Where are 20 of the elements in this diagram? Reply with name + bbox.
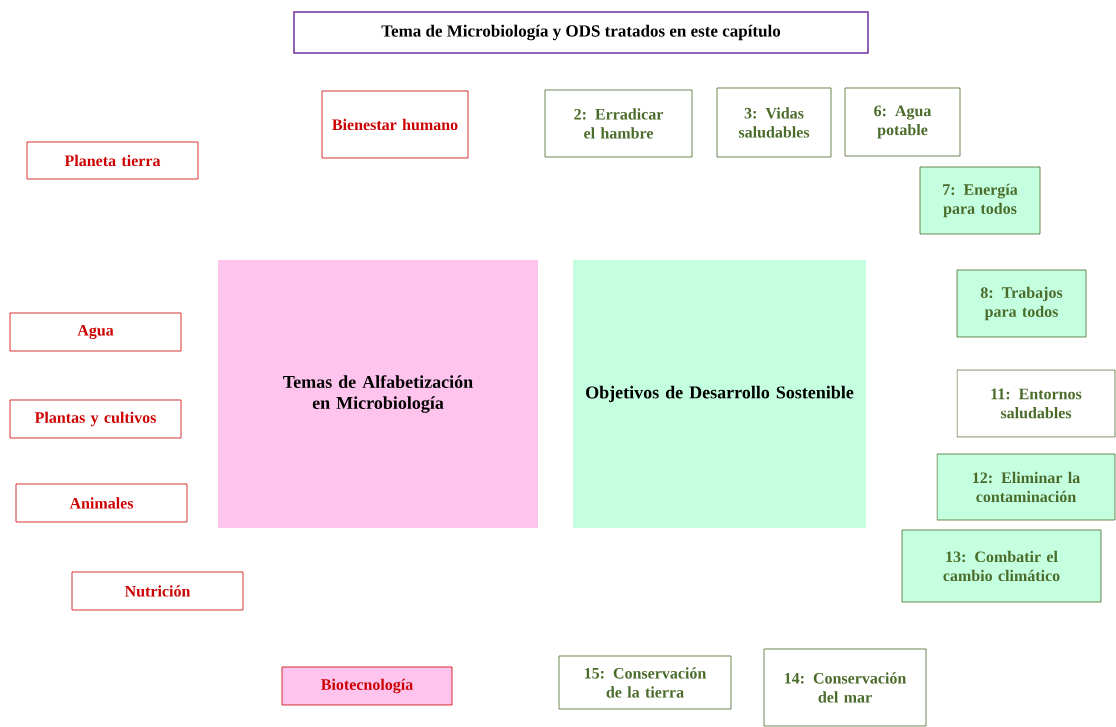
node-box: Biotecnología: [281, 666, 453, 706]
topic-panel: Temas de Alfabetización en Microbiología: [218, 260, 538, 528]
node-box: 7: Energía para todos: [919, 166, 1041, 235]
node-box: Plantas y cultivos: [9, 399, 182, 439]
title-box: Tema de Microbiología y ODS tratados en este capítulo: [293, 11, 869, 54]
node-box: 11: Entornos saludables: [956, 369, 1116, 438]
node-box: Agua: [9, 312, 182, 352]
node-box: 13: Combatir el cambio climático: [901, 529, 1102, 603]
node-box: 12: Eliminar la contaminación: [936, 453, 1116, 521]
node-box: Bienestar humano: [321, 90, 469, 159]
node-box: 2: Erradicar el hambre: [544, 89, 693, 158]
node-box: 6: Agua potable: [844, 87, 961, 157]
node-box: Nutrición: [71, 571, 244, 611]
node-box: 15: Conservación de la tierra: [558, 655, 732, 710]
node-box: 14: Conservación del mar: [763, 648, 927, 727]
topic-panel: Objetivos de Desarrollo Sostenible: [573, 260, 866, 528]
node-box: Planeta tierra: [26, 141, 199, 180]
node-box: 8: Trabajos para todos: [956, 269, 1087, 338]
node-box: 3: Vidas saludables: [716, 87, 832, 158]
node-box: Animales: [15, 483, 188, 523]
